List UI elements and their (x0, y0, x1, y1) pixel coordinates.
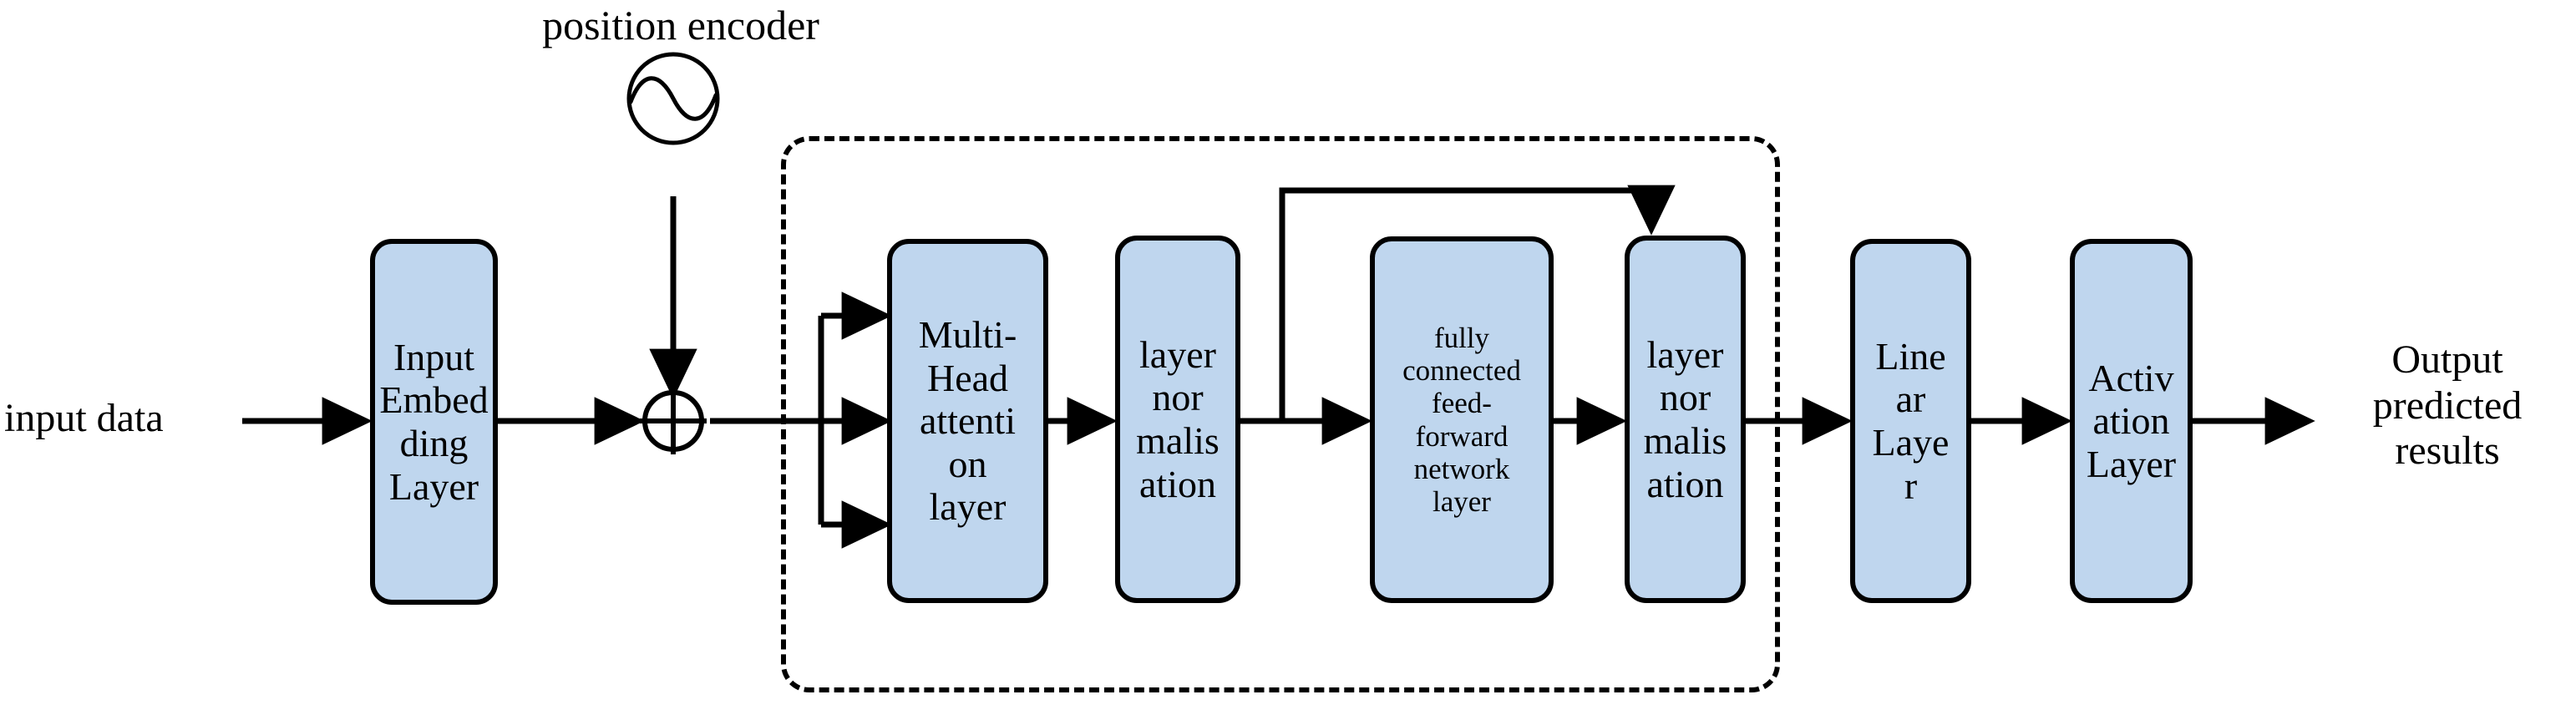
page-title-position-encoder: position encoder (542, 2, 819, 48)
circle-plus-icon (636, 384, 710, 458)
multi-head-attention-layer-block[interactable]: Multi- Head attenti on layer (887, 239, 1048, 603)
feed-forward-network-layer-block[interactable]: fully connected feed- forward network la… (1370, 236, 1554, 603)
layer-normalisation-2-label: layer nor malis ation (1643, 332, 1727, 505)
input-data-label: input data (4, 396, 164, 440)
activation-layer-block[interactable]: Activ ation Layer (2070, 239, 2193, 603)
layer-normalisation-1-label: layer nor malis ation (1136, 332, 1220, 505)
sine-wave-circle-icon (624, 49, 723, 148)
activation-layer-label: Activ ation Layer (2086, 356, 2177, 485)
input-embedding-layer-block[interactable]: Input Embed ding Layer (370, 239, 498, 605)
linear-layer-block[interactable]: Line ar Laye r (1850, 239, 1971, 603)
input-embedding-layer-label: Input Embed ding Layer (379, 335, 489, 508)
output-predicted-results-label: Output predicted results (2372, 337, 2523, 474)
encoder-block-region (781, 136, 1780, 692)
layer-normalisation-1-block[interactable]: layer nor malis ation (1115, 236, 1240, 603)
multi-head-attention-layer-label: Multi- Head attenti on layer (918, 313, 1017, 529)
layer-normalisation-2-block[interactable]: layer nor malis ation (1625, 236, 1746, 603)
feed-forward-network-layer-label: fully connected feed- forward network la… (1402, 321, 1521, 518)
linear-layer-label: Line ar Laye r (1872, 334, 1950, 507)
